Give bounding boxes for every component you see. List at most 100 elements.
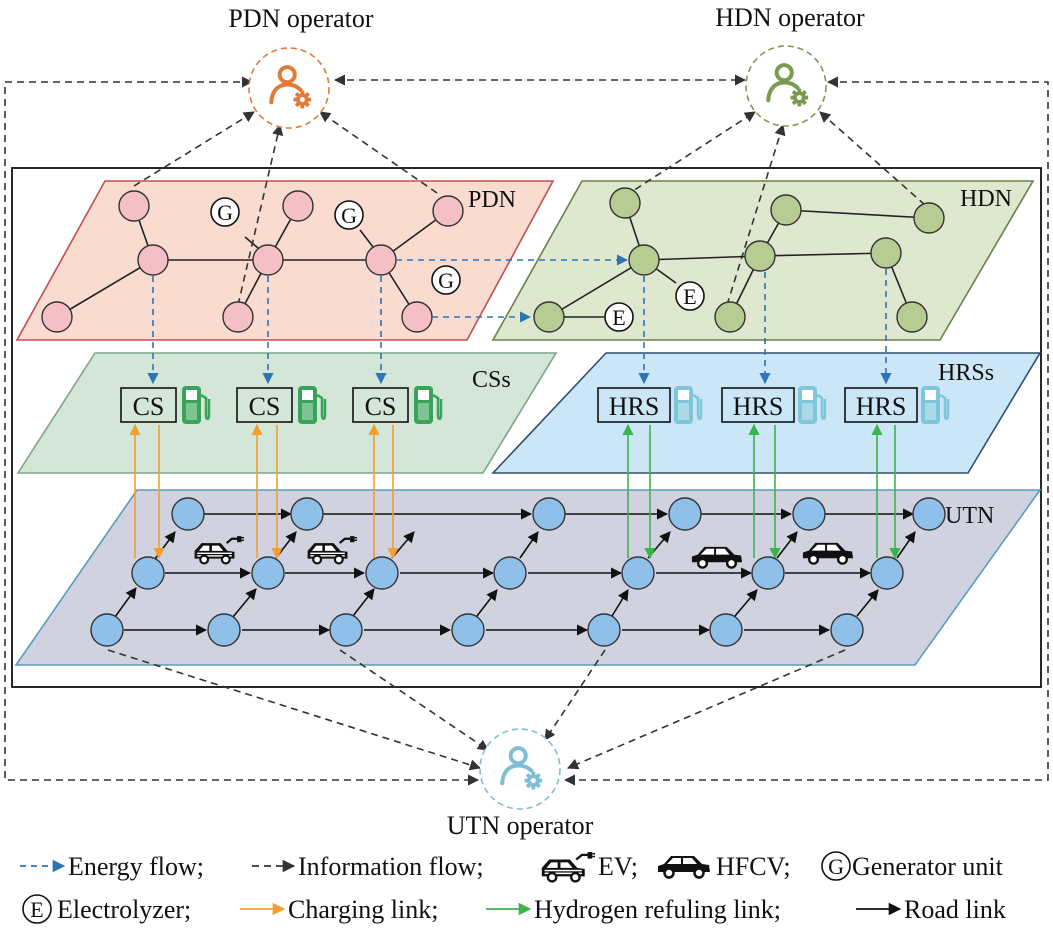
generator-legend-icon: G	[821, 851, 851, 881]
utn-node	[451, 613, 485, 647]
pdn-bus-node	[432, 195, 464, 227]
utn-operator-label: UTN operator	[447, 811, 594, 840]
hdn-operator-ring	[745, 45, 827, 127]
utn-node	[207, 613, 241, 647]
generator-units: G G G	[210, 197, 461, 295]
charging-links	[129, 423, 399, 560]
pdn-bus-node	[365, 244, 397, 276]
legend-road-link: Road link	[904, 895, 1006, 924]
hydrogen-refueling-station: HRS	[597, 385, 703, 425]
utn-node	[131, 556, 165, 590]
charging-station: CS	[352, 385, 443, 425]
hdn-node	[714, 301, 746, 333]
hydrogen-refueling-station: HRS	[721, 385, 827, 425]
legend-ev: EV;	[598, 852, 638, 881]
generator-icon: G	[431, 265, 461, 295]
hydrogen-refueling-stations: HRS HRS HRS	[597, 385, 950, 425]
hdn-node	[533, 301, 565, 333]
pdn-operator-ring	[248, 47, 330, 129]
svg-text:HRS: HRS	[609, 392, 660, 421]
hdn-node	[770, 194, 802, 226]
svg-text:HRS: HRS	[856, 392, 907, 421]
system-boundary	[11, 167, 1042, 688]
utn-operator-ring	[479, 728, 561, 810]
legend-hydrogen-link: Hydrogen refuling link;	[534, 895, 781, 924]
svg-text:CS: CS	[249, 392, 281, 421]
electrolyzer-legend-icon: E	[22, 894, 52, 924]
utn-node	[751, 556, 785, 590]
utn-layer	[14, 489, 1042, 666]
svg-text:G: G	[341, 203, 357, 228]
utn-layer-label: UTN	[945, 503, 994, 529]
pdn-bus-node	[41, 301, 73, 333]
pdn-bus-node	[401, 301, 433, 333]
utn-node	[329, 613, 363, 647]
electrolyzer-icon: E	[675, 281, 705, 311]
utn-node	[171, 497, 205, 531]
pdn-nodes	[41, 190, 464, 333]
hdn-node	[896, 301, 928, 333]
utn-node	[912, 497, 946, 531]
utn-node	[290, 497, 324, 531]
pdn-bus-node	[137, 244, 169, 276]
generator-icon: G	[210, 197, 240, 227]
pdn-bus-node	[252, 244, 284, 276]
css-layer-label: CSs	[472, 367, 511, 393]
svg-text:HRS: HRS	[733, 392, 784, 421]
utn-node	[870, 556, 904, 590]
svg-text:G: G	[217, 200, 233, 225]
pdn-bus-node	[282, 190, 314, 222]
legend: Energy flow; Information flow; EV; HFCV;…	[20, 851, 1006, 924]
hfcv-legend-icon	[656, 854, 712, 879]
utn-node	[493, 556, 527, 590]
energy-flows	[147, 254, 892, 385]
utn-node	[709, 613, 743, 647]
svg-text:E: E	[612, 305, 625, 330]
pdn-operator: PDN operator	[228, 4, 374, 129]
outer-info-frame	[4, 76, 480, 786]
utn-node	[792, 497, 826, 531]
utn-node	[532, 497, 566, 531]
legend-information-flow: Information flow;	[298, 852, 484, 881]
pdn-layer-label: PDN	[468, 187, 516, 213]
svg-text:G: G	[828, 854, 844, 879]
hdn-operator: HDN operator	[715, 3, 865, 127]
electrolyzers: E E	[604, 281, 705, 332]
charging-station: CS	[120, 385, 211, 425]
hdn-node	[870, 237, 902, 269]
hrss-layer-label: HRSs	[938, 360, 994, 386]
ev-legend-icon	[540, 851, 595, 883]
legend-charging-link: Charging link;	[288, 895, 438, 924]
legend-generator-unit: Generator unit	[852, 852, 1004, 881]
utn-node	[830, 613, 864, 647]
utn-node	[90, 613, 124, 647]
charging-stations: CS CS CS	[120, 385, 443, 425]
svg-text:E: E	[30, 897, 43, 922]
svg-text:CS: CS	[133, 392, 165, 421]
information-links	[107, 111, 926, 771]
hdn-node	[913, 202, 945, 234]
pdn-bus-node	[222, 301, 254, 333]
outer-info-frame-right	[563, 76, 1049, 786]
svg-text:G: G	[438, 268, 454, 293]
pdn-operator-label: PDN operator	[228, 4, 373, 33]
hdn-node	[609, 187, 641, 219]
hdn-nodes	[533, 187, 945, 333]
hydrogen-refueling-station: HRS	[844, 385, 950, 425]
svg-text:E: E	[683, 284, 696, 309]
generator-icon: G	[334, 200, 364, 230]
hdn-operator-label: HDN operator	[715, 3, 865, 32]
legend-energy-flow: Energy flow;	[68, 852, 204, 881]
charging-station: CS	[236, 385, 327, 425]
svg-text:CS: CS	[365, 392, 397, 421]
hdn-layer-label: HDN	[960, 186, 1012, 212]
utn-operator: UTN operator	[447, 728, 594, 840]
hdn-node	[744, 240, 776, 272]
legend-hfcv: HFCV;	[716, 852, 791, 881]
utn-node	[251, 556, 285, 590]
utn-node	[621, 556, 655, 590]
utn-node	[668, 497, 702, 531]
hdn-node	[628, 244, 660, 276]
electrolyzer-icon: E	[604, 302, 634, 332]
